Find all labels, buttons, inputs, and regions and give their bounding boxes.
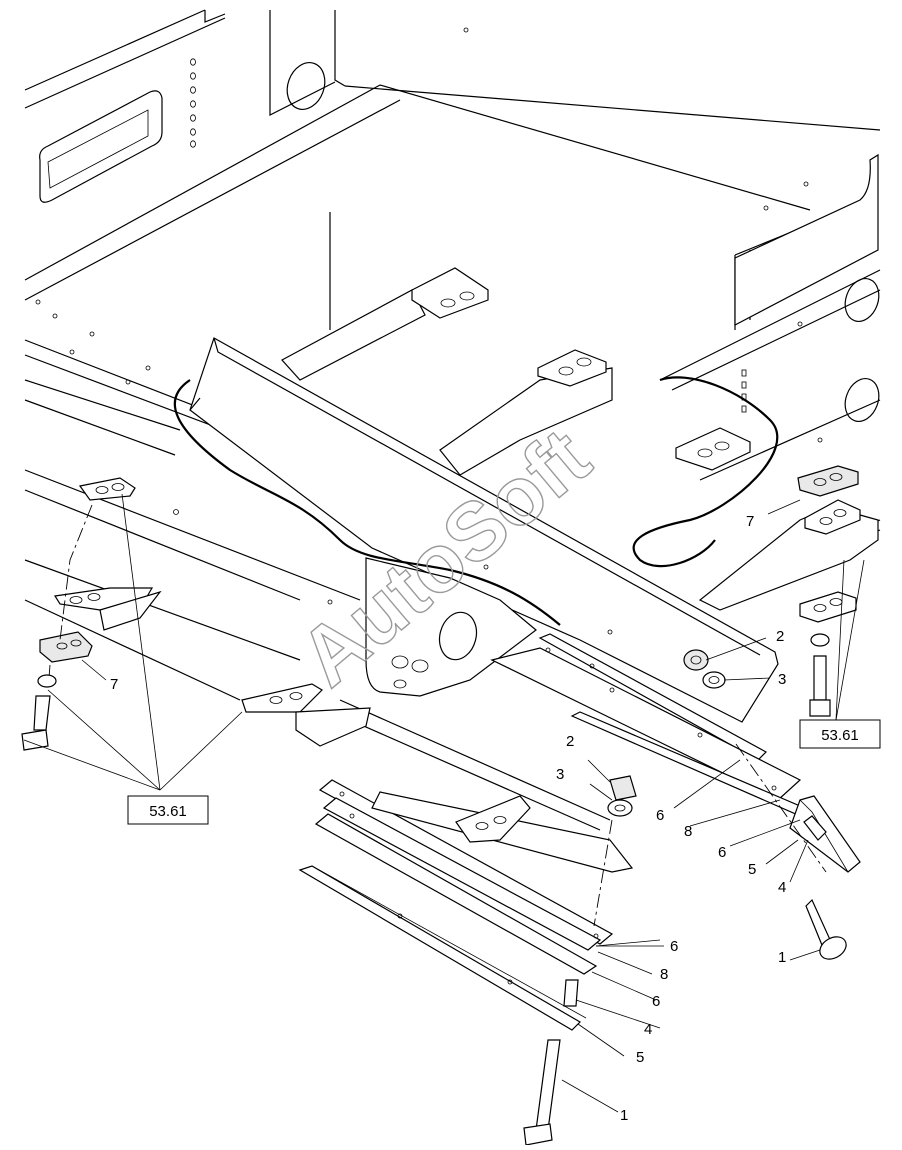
callout-5: 5 (748, 861, 756, 878)
callout-3: 3 (778, 671, 786, 688)
left-plate-assembly (21, 477, 371, 751)
callout-1: 1 (620, 1107, 628, 1124)
bolt-right (805, 898, 847, 960)
callout-6: 6 (718, 844, 726, 861)
right-frame-holes (463, 27, 823, 443)
reference-box-left: 53.61 (127, 795, 209, 825)
reference-box-right: 53.61 (799, 719, 881, 749)
lower-strip-assembly (298, 775, 637, 1146)
reference-box-label: 53.61 (821, 727, 859, 744)
leader-lines (23, 493, 865, 1113)
callout-3: 3 (556, 766, 564, 783)
frame-holes (190, 58, 196, 148)
callout-7: 7 (110, 676, 118, 693)
chassis-frame (24, 9, 881, 831)
right-strip-assembly (490, 633, 861, 960)
bolt-lower (523, 1039, 561, 1146)
callout-6: 6 (670, 938, 678, 955)
callout-7: 7 (746, 513, 754, 530)
callout-2: 2 (566, 733, 574, 750)
callout-2: 2 (776, 628, 784, 645)
reference-box-label: 53.61 (149, 803, 187, 820)
callout-5: 5 (636, 1049, 644, 1066)
main-rail (173, 337, 779, 723)
right-plate-assembly (797, 465, 859, 717)
callout-8: 8 (660, 966, 668, 983)
crossmember-brackets (281, 267, 879, 611)
callout-1: 1 (778, 949, 786, 966)
callout-4: 4 (778, 879, 786, 896)
callout-8: 8 (684, 823, 692, 840)
callouts: 7 7 2 3 2 3 6 8 6 5 4 1 6 8 6 4 5 1 (110, 513, 786, 1124)
bolt-left (21, 695, 51, 751)
callout-4: 4 (644, 1021, 652, 1038)
callout-6: 6 (656, 807, 664, 824)
callout-6: 6 (652, 993, 660, 1010)
